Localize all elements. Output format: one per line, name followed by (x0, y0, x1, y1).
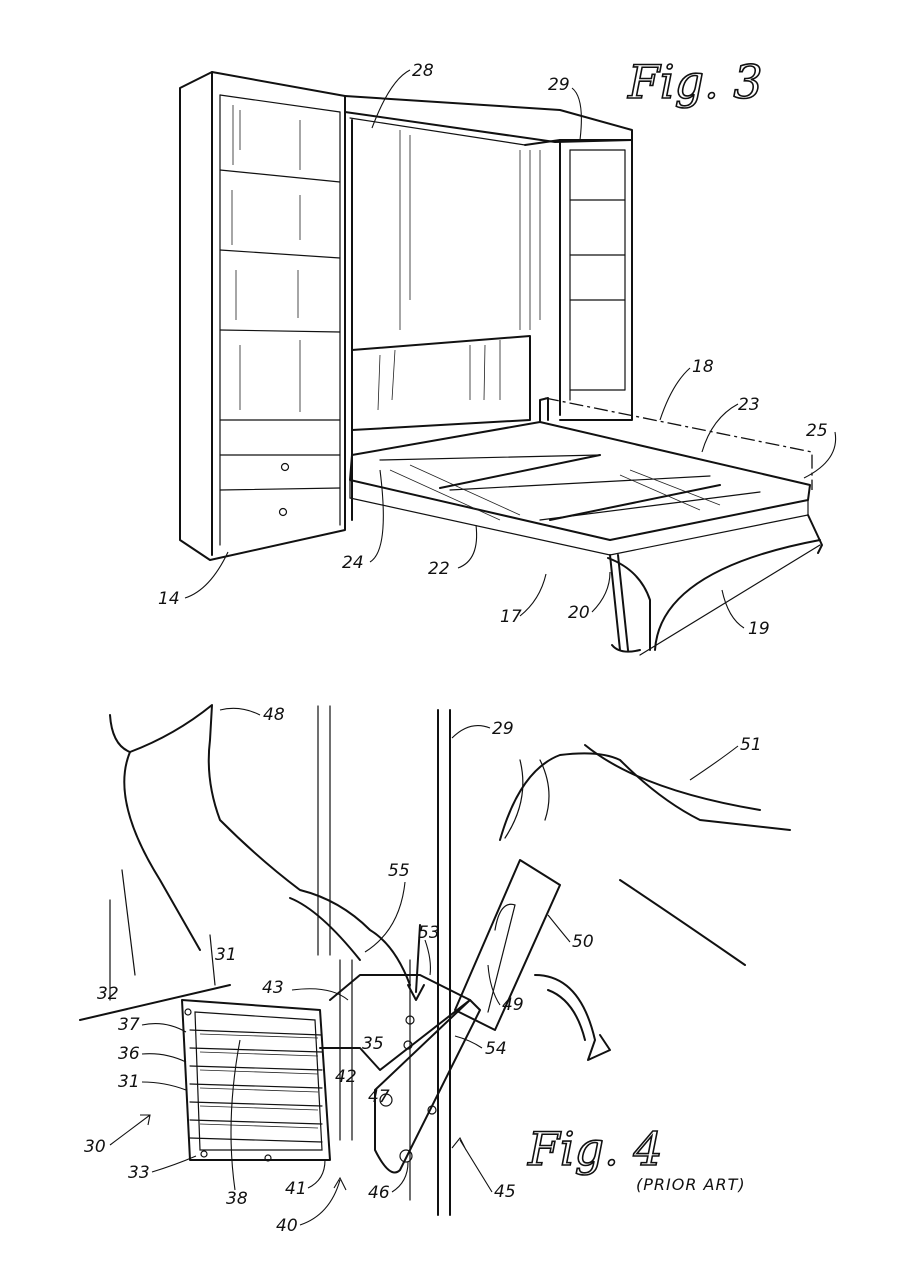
label-37: 37 (118, 1015, 140, 1035)
label-17: 17 (500, 607, 522, 627)
label-55: 55 (388, 861, 410, 881)
label-36: 36 (118, 1044, 140, 1064)
label-54: 54 (485, 1039, 507, 1059)
label-24: 24 (342, 553, 364, 573)
label-43: 43 (262, 978, 284, 998)
label-47: 47 (368, 1087, 390, 1107)
label-51: 51 (740, 735, 762, 755)
fig4-caption: (PRIOR ART) (636, 1175, 746, 1194)
label-20: 20 (568, 603, 590, 623)
label-38: 38 (226, 1189, 248, 1209)
label-42: 42 (335, 1067, 357, 1087)
label-53: 53 (418, 923, 440, 943)
label-46: 46 (368, 1183, 390, 1203)
label-29: 29 (548, 75, 570, 95)
label-14: 14 (158, 589, 180, 609)
label-35: 35 (362, 1034, 384, 1054)
fig3-title: Fig. 3 (627, 55, 763, 109)
label-50: 50 (572, 932, 594, 952)
label-31-mid: 31 (118, 1072, 140, 1092)
fig4-labels: 48 29 51 55 53 50 31 43 49 32 37 35 54 3… (84, 705, 762, 1236)
label-30: 30 (84, 1137, 106, 1157)
label-28: 28 (412, 61, 434, 81)
fig4-drawing (79, 704, 791, 1216)
label-41: 41 (285, 1179, 307, 1199)
fig3-drawing (179, 71, 823, 656)
label-48: 48 (263, 705, 285, 725)
label-29b: 29 (492, 719, 514, 739)
label-32: 32 (97, 984, 119, 1004)
label-40: 40 (276, 1216, 298, 1236)
label-33: 33 (128, 1163, 150, 1183)
fig3-labels: 28 29 18 23 25 24 22 17 20 19 14 (158, 61, 837, 639)
label-45: 45 (494, 1182, 516, 1202)
label-22: 22 (428, 559, 450, 579)
label-18: 18 (692, 357, 714, 377)
fig4-title: Fig. 4 (527, 1122, 663, 1176)
label-25: 25 (806, 421, 828, 441)
label-49: 49 (502, 995, 524, 1015)
label-19: 19 (748, 619, 770, 639)
label-31-top: 31 (215, 945, 237, 965)
label-23: 23 (738, 395, 760, 415)
